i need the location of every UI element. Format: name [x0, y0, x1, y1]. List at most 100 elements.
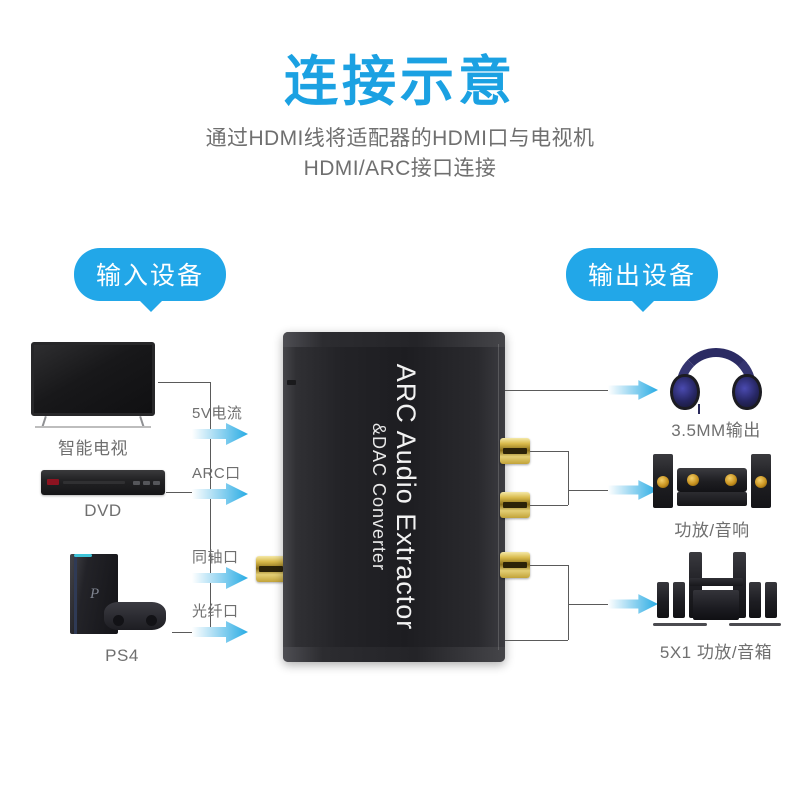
port-label-5v-text: 5V电流 — [192, 405, 243, 422]
page-header: 连接示意 通过HDMI线将适配器的HDMI口与电视机 HDMI/ARC接口连接 — [0, 52, 800, 184]
connector-line-rca-2 — [530, 505, 568, 506]
dvd-player-icon — [41, 470, 165, 495]
output-device-amplifier: 功放/音响 — [652, 452, 772, 541]
theater-center-channel — [689, 578, 743, 586]
connector-line-headset — [505, 390, 610, 391]
flow-arrow-theater-out — [608, 593, 658, 615]
converter-edge-highlight — [498, 344, 499, 650]
theater-foot-4 — [729, 623, 751, 626]
converter-bottom-edge — [283, 647, 505, 662]
port-label-arc: ARC口 — [192, 462, 248, 505]
headset-earcup-right — [732, 374, 762, 410]
flow-arrow-5v — [192, 423, 248, 445]
rca-jack-output-2 — [500, 492, 530, 518]
input-device-ps4-label: PS4 — [105, 646, 139, 665]
connector-line-optical-out — [505, 640, 568, 641]
tv-stand — [31, 415, 155, 429]
tv-base — [35, 426, 151, 428]
connector-line-rca-3 — [530, 565, 568, 566]
theater-satellite-far-right — [765, 582, 777, 618]
converter-label-line-1: ARC Audio Extractor — [391, 363, 422, 631]
theater-satellite-far-left — [657, 582, 669, 618]
flow-arrow-amp-out — [608, 479, 658, 501]
connector-line-tv — [158, 382, 210, 383]
port-label-optical: 光纤口 — [192, 600, 248, 643]
port-label-5v: 5V电流 — [192, 402, 248, 445]
input-device-tv-label: 智能电视 — [58, 439, 128, 458]
ps4-side-stripe — [74, 554, 77, 634]
theater-foot-2 — [669, 623, 689, 626]
input-device-dvd: DVD — [40, 470, 166, 521]
dvd-button-3 — [153, 481, 160, 485]
theater-receiver — [693, 590, 739, 620]
rca-jack-output-1 — [500, 438, 530, 464]
ps4-logo-icon: P — [90, 586, 100, 602]
connector-line-theater — [568, 604, 610, 605]
amp-cone-bar-left — [687, 474, 699, 486]
amp-tower-left — [653, 454, 673, 508]
flow-arrow-optical — [192, 621, 248, 643]
connector-bus-amp — [568, 451, 569, 505]
headset-earcup-left — [670, 374, 700, 410]
headset-cable — [698, 404, 700, 414]
input-device-dvd-label: DVD — [84, 501, 122, 520]
rca-jack-coaxial-input — [256, 556, 286, 582]
rca-jack-output-3 — [500, 552, 530, 578]
theater-satellite-right — [749, 582, 761, 618]
input-device-ps4: P PS4 — [52, 552, 192, 666]
headphones-icon — [668, 348, 764, 414]
input-section-badge: 输入设备 — [74, 248, 227, 312]
flow-arrow-arc — [192, 483, 248, 505]
ps4-console-icon: P — [52, 552, 192, 640]
ps4-controller-icon — [104, 602, 166, 630]
connector-line-dvd — [166, 492, 210, 493]
output-device-headset-label: 3.5MM输出 — [671, 421, 761, 440]
amp-cone-left — [657, 476, 669, 488]
output-section-badge: 输出设备 — [566, 248, 719, 312]
port-label-arc-text: ARC口 — [192, 465, 241, 482]
theater-foot-5 — [745, 623, 765, 626]
ps4-light-bar — [74, 554, 92, 557]
amp-cone-right — [755, 476, 767, 488]
amp-receiver-base — [677, 492, 747, 506]
flow-arrow-headset-out — [608, 379, 658, 401]
headset-headband — [676, 348, 756, 390]
dvd-button-1 — [133, 481, 140, 485]
port-label-coaxial: 同轴口 — [192, 546, 248, 589]
theater-satellite-left — [673, 582, 685, 618]
connector-line-ps4 — [172, 632, 210, 633]
home-theater-icon — [649, 552, 783, 632]
subtitle-line-2: HDMI/ARC接口连接 — [303, 157, 497, 181]
page-title: 连接示意 — [284, 52, 516, 112]
page-subtitle: 通过HDMI线将适配器的HDMI口与电视机 HDMI/ARC接口连接 — [0, 124, 800, 184]
converter-led-indicator — [287, 380, 296, 385]
output-device-amplifier-label: 功放/音响 — [674, 521, 750, 540]
converter-label-line-2: &DAC Converter — [368, 422, 389, 572]
amp-soundbar — [677, 468, 747, 492]
arc-audio-converter-device: ARC Audio Extractor &DAC Converter — [283, 332, 505, 662]
tv-screen-icon — [31, 342, 155, 416]
converter-top-edge — [283, 332, 505, 347]
converter-label: ARC Audio Extractor &DAC Converter — [368, 363, 422, 631]
dvd-brand-logo — [47, 479, 59, 485]
flow-arrow-coaxial — [192, 567, 248, 589]
connector-bus-left — [210, 382, 211, 633]
connector-line-amp — [568, 490, 610, 491]
connector-bus-theater — [568, 565, 569, 640]
port-label-coaxial-text: 同轴口 — [192, 549, 239, 566]
dvd-tray-slot — [63, 481, 125, 484]
theater-foot-3 — [685, 623, 707, 626]
connector-line-rca-1 — [530, 451, 568, 452]
output-device-home-theater-label: 5X1 功放/音箱 — [659, 643, 773, 662]
input-device-tv: 智能电视 — [28, 342, 158, 459]
output-device-home-theater: 5X1 功放/音箱 — [648, 552, 784, 663]
amp-cone-bar-right — [725, 474, 737, 486]
subtitle-line-1: 通过HDMI线将适配器的HDMI口与电视机 — [205, 127, 595, 151]
theater-foot-6 — [761, 623, 781, 626]
output-device-headset: 3.5MM输出 — [660, 348, 772, 441]
port-label-optical-text: 光纤口 — [192, 603, 239, 620]
amplifier-speakers-icon — [653, 452, 771, 510]
dvd-button-2 — [143, 481, 150, 485]
amp-tower-right — [751, 454, 771, 508]
theater-foot-1 — [653, 623, 673, 626]
